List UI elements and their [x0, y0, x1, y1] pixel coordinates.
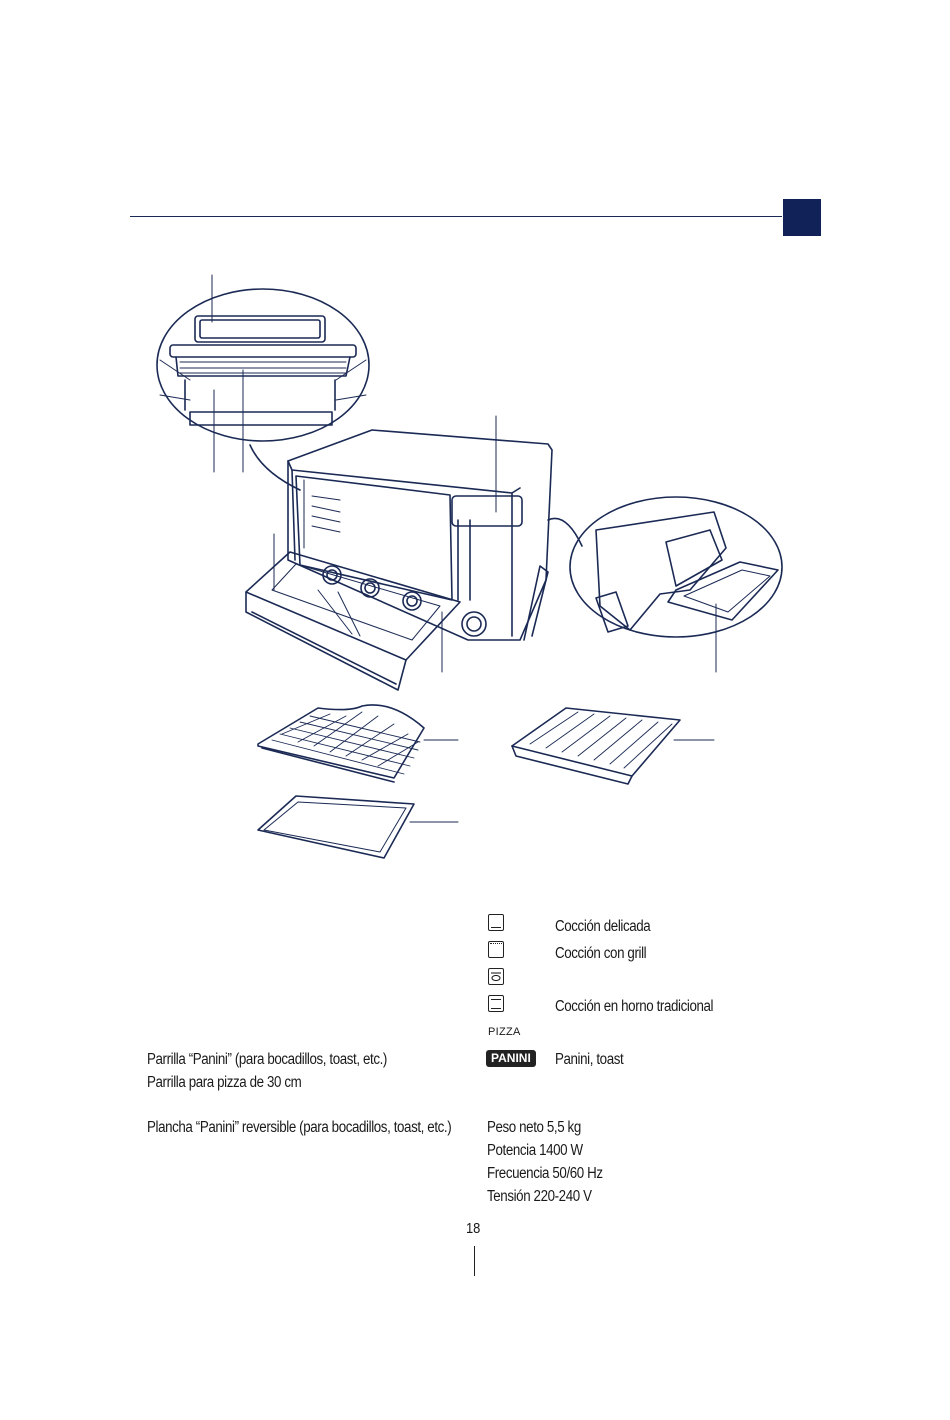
accessory-item: Parrilla para pizza de 30 cm: [147, 1074, 302, 1091]
page-number-rule: [474, 1246, 475, 1276]
pizza-text-icon: PIZZA: [488, 1026, 521, 1038]
panini-grill-plate: [511, 707, 715, 785]
baking-tray: [257, 795, 459, 859]
mode-label: Cocción delicada: [555, 918, 651, 935]
mode-label: Cocción con grill: [555, 945, 647, 962]
page-number: 18: [466, 1220, 481, 1237]
grill-icon: [488, 941, 504, 958]
oven-illustration: [156, 274, 783, 859]
spec-item: Frecuencia 50/60 Hz: [487, 1165, 603, 1182]
spec-item: Peso neto 5,5 kg: [487, 1119, 581, 1136]
top-bottom-heat-icon: [488, 995, 504, 1012]
spec-item: Tensión 220-240 V: [487, 1188, 592, 1205]
wire-rack: [257, 704, 459, 783]
accessory-item: Parrilla “Panini” (para bocadillos, toas…: [147, 1051, 387, 1068]
oven-door: [245, 533, 461, 691]
header-rule: [130, 216, 782, 217]
panini-badge-icon: PANINI: [486, 1050, 536, 1067]
mode-label: Panini, toast: [555, 1051, 624, 1068]
section-tab-marker: [783, 199, 821, 236]
oven-body: [287, 415, 553, 641]
crumb-tray-magnifier: [547, 496, 783, 673]
mode-label: Cocción en horno tradicional: [555, 998, 714, 1015]
top-detail-magnifier: [156, 274, 370, 491]
accessory-item: Plancha “Panini” reversible (para bocadi…: [147, 1119, 452, 1136]
bottom-heat-icon: [488, 914, 504, 931]
spec-item: Potencia 1400 W: [487, 1142, 583, 1159]
rotisserie-icon: [488, 968, 504, 985]
